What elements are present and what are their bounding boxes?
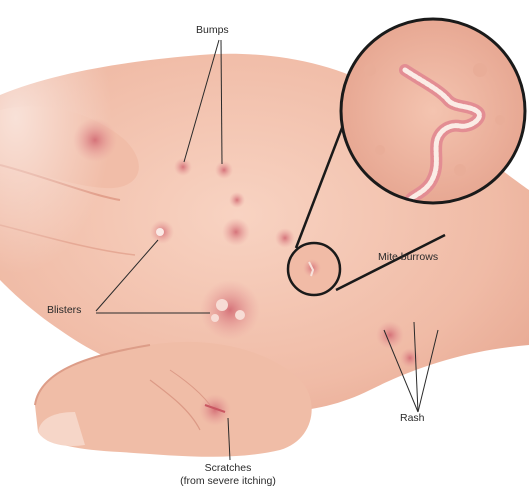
- label-bumps: Bumps: [196, 24, 229, 37]
- label-scratches-line1: Scratches: [160, 462, 296, 475]
- label-scratches-line2: (from severe itching): [160, 475, 296, 488]
- label-mite-burrows: Mite burrows: [378, 251, 438, 264]
- label-blisters: Blisters: [47, 304, 81, 317]
- label-scratches: Scratches (from severe itching): [160, 462, 296, 488]
- label-rash: Rash: [400, 412, 425, 425]
